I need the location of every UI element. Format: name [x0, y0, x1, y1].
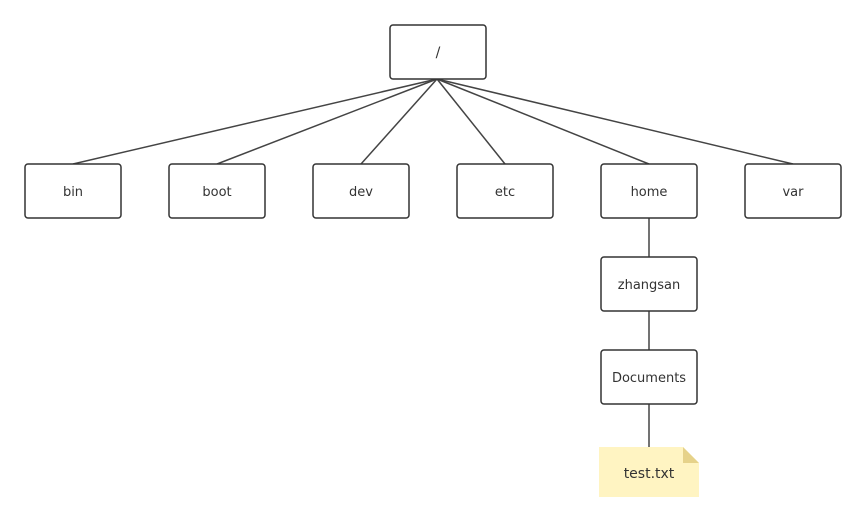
edge-root-home: [436, 78, 650, 165]
node-dev[interactable]: dev: [312, 163, 410, 219]
node-dev-label: dev: [349, 185, 373, 200]
node-etc-label: etc: [495, 185, 515, 200]
node-bin-label: bin: [63, 185, 83, 200]
node-var-label: var: [782, 185, 804, 200]
edge-root-dev: [360, 78, 438, 165]
file-note-icon: [599, 447, 699, 497]
node-documents-label: Documents: [612, 371, 686, 386]
node-zhangsan-label: zhangsan: [618, 278, 681, 293]
node-home[interactable]: home: [600, 163, 698, 219]
node-etc[interactable]: etc: [456, 163, 554, 219]
node-boot-label: boot: [202, 185, 231, 200]
node-documents[interactable]: Documents: [600, 349, 698, 405]
node-file-test-txt[interactable]: test.txt: [599, 447, 699, 497]
node-file-label: test.txt: [624, 466, 675, 482]
node-var[interactable]: var: [744, 163, 842, 219]
node-root-label: /: [436, 45, 441, 61]
node-bin[interactable]: bin: [24, 163, 122, 219]
node-root[interactable]: /: [389, 24, 487, 80]
node-boot[interactable]: boot: [168, 163, 266, 219]
edges: [72, 78, 794, 447]
node-zhangsan[interactable]: zhangsan: [600, 256, 698, 312]
node-home-label: home: [631, 185, 668, 200]
edge-root-boot: [216, 78, 438, 165]
edge-root-etc: [436, 78, 506, 165]
edge-root-var: [436, 78, 794, 165]
note-fold-corner: [683, 447, 699, 463]
edge-root-bin: [72, 78, 438, 165]
